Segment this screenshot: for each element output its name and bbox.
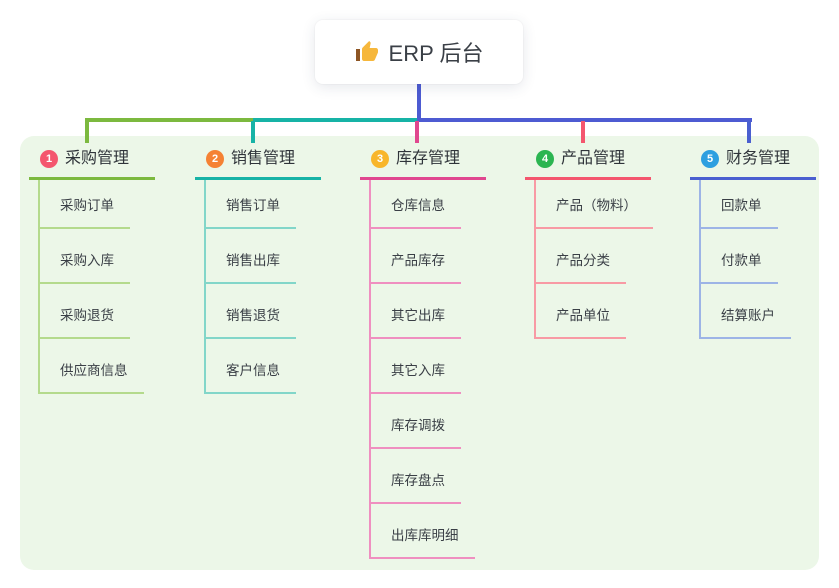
child-node[interactable]: 销售出库 bbox=[206, 229, 296, 284]
branch-drop-line-1 bbox=[85, 121, 89, 143]
child-label: 客户信息 bbox=[226, 363, 280, 378]
child-node[interactable]: 产品库存 bbox=[371, 229, 461, 284]
branch-drop-line-3 bbox=[415, 121, 419, 143]
child-label: 采购入库 bbox=[60, 253, 114, 268]
branch-header-node[interactable]: 4 产品管理 bbox=[525, 146, 652, 180]
branch-label: 财务管理 bbox=[726, 150, 791, 167]
child-node[interactable]: 采购订单 bbox=[40, 180, 130, 229]
child-node[interactable]: 销售订单 bbox=[206, 180, 296, 229]
bus-segment-2 bbox=[253, 118, 419, 122]
branch-drop-line-2 bbox=[251, 121, 255, 143]
child-node[interactable]: 库存盘点 bbox=[371, 449, 461, 504]
child-label: 库存调拨 bbox=[391, 418, 445, 433]
branch-column: 3 库存管理 仓库信息产品库存其它出库其它入库库存调拨库存盘点出库库明细 bbox=[360, 146, 487, 559]
branch-header-node[interactable]: 3 库存管理 bbox=[360, 146, 487, 180]
root-node[interactable]: ERP 后台 bbox=[315, 20, 523, 84]
child-label: 产品单位 bbox=[556, 308, 610, 323]
root-connector-line bbox=[417, 82, 421, 122]
child-node[interactable]: 产品（物料） bbox=[536, 180, 653, 229]
child-node[interactable]: 付款单 bbox=[701, 229, 778, 284]
child-label: 产品库存 bbox=[391, 253, 445, 268]
branch-label: 库存管理 bbox=[396, 150, 461, 167]
child-label: 付款单 bbox=[721, 253, 762, 268]
branch-children: 采购订单采购入库采购退货供应商信息 bbox=[38, 180, 144, 394]
child-label: 产品（物料） bbox=[556, 198, 637, 213]
branch-children: 回款单付款单结算账户 bbox=[699, 180, 791, 339]
child-label: 其它出库 bbox=[391, 308, 445, 323]
child-node[interactable]: 销售退货 bbox=[206, 284, 296, 339]
child-node[interactable]: 采购退货 bbox=[40, 284, 130, 339]
child-node[interactable]: 产品分类 bbox=[536, 229, 626, 284]
branch-number-badge: 2 bbox=[206, 150, 224, 168]
branch-children: 产品（物料） 产品分类产品单位 bbox=[534, 180, 653, 339]
child-node[interactable]: 其它出库 bbox=[371, 284, 461, 339]
child-node[interactable]: 其它入库 bbox=[371, 339, 461, 394]
child-node[interactable]: 采购入库 bbox=[40, 229, 130, 284]
branch-header-node[interactable]: 2 销售管理 bbox=[195, 146, 322, 180]
branch-children: 销售订单销售出库销售退货客户信息 bbox=[204, 180, 296, 394]
branch-children: 仓库信息产品库存其它出库其它入库库存调拨库存盘点出库库明细 bbox=[369, 180, 475, 559]
branch-header-node[interactable]: 1 采购管理 bbox=[29, 146, 156, 180]
child-node[interactable]: 产品单位 bbox=[536, 284, 626, 339]
bus-segment-1 bbox=[85, 118, 255, 122]
child-label: 产品分类 bbox=[556, 253, 610, 268]
branch-number-badge: 4 bbox=[536, 150, 554, 168]
child-label: 采购退货 bbox=[60, 308, 114, 323]
branches-panel bbox=[20, 136, 819, 570]
child-node[interactable]: 结算账户 bbox=[701, 284, 791, 339]
branch-number-badge: 5 bbox=[701, 150, 719, 168]
thumbs-up-icon bbox=[355, 41, 378, 61]
branch-number-badge: 3 bbox=[371, 150, 389, 168]
child-label: 采购订单 bbox=[60, 198, 114, 213]
child-label: 结算账户 bbox=[721, 308, 775, 323]
bus-segment-3 bbox=[417, 118, 752, 122]
root-title: ERP 后台 bbox=[388, 41, 484, 66]
child-node[interactable]: 回款单 bbox=[701, 180, 778, 229]
branch-column: 5 财务管理 回款单付款单结算账户 bbox=[690, 146, 817, 339]
child-label: 销售出库 bbox=[226, 253, 280, 268]
child-label: 供应商信息 bbox=[60, 363, 128, 378]
child-label: 库存盘点 bbox=[391, 473, 445, 488]
child-node[interactable]: 客户信息 bbox=[206, 339, 296, 394]
child-label: 出库库明细 bbox=[391, 528, 459, 543]
child-label: 销售退货 bbox=[226, 308, 280, 323]
child-node[interactable]: 出库库明细 bbox=[371, 504, 475, 559]
child-label: 销售订单 bbox=[226, 198, 280, 213]
branch-label: 产品管理 bbox=[561, 150, 626, 167]
branch-number-badge: 1 bbox=[40, 150, 58, 168]
child-label: 其它入库 bbox=[391, 363, 445, 378]
branch-column: 2 销售管理 销售订单销售出库销售退货客户信息 bbox=[195, 146, 322, 394]
child-node[interactable]: 供应商信息 bbox=[40, 339, 144, 394]
branch-column: 1 采购管理 采购订单采购入库采购退货供应商信息 bbox=[29, 146, 156, 394]
branch-label: 销售管理 bbox=[231, 150, 296, 167]
branch-drop-line-5 bbox=[747, 121, 751, 143]
child-label: 仓库信息 bbox=[391, 198, 445, 213]
branch-column: 4 产品管理 产品（物料） 产品分类产品单位 bbox=[525, 146, 653, 339]
branch-label: 采购管理 bbox=[65, 150, 130, 167]
child-label: 回款单 bbox=[721, 198, 762, 213]
child-node[interactable]: 库存调拨 bbox=[371, 394, 461, 449]
branch-drop-line-4 bbox=[581, 121, 585, 143]
child-node[interactable]: 仓库信息 bbox=[371, 180, 461, 229]
branch-header-node[interactable]: 5 财务管理 bbox=[690, 146, 817, 180]
